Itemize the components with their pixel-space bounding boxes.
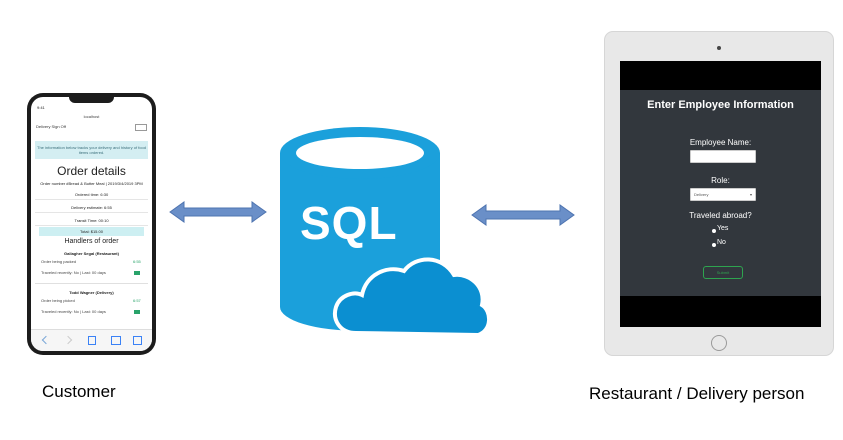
status-badge	[134, 310, 140, 314]
home-button[interactable]	[711, 335, 727, 351]
role-select-value: Delivery	[694, 192, 709, 197]
handlers-heading: Handlers of order	[64, 238, 119, 245]
tabs-icon[interactable]	[133, 336, 142, 345]
order-row-text: Transit Time: 00:10	[74, 218, 109, 223]
order-row: Delivery estimate: 6:55	[35, 202, 148, 213]
info-text: The information below tracks your delive…	[37, 145, 146, 155]
handler-detail: Order being packed	[41, 259, 77, 264]
employee-name-label: Employee Name:	[689, 138, 752, 147]
browser-toolbar	[31, 329, 152, 351]
handler-note: Traveled recently: No | Last: 00 days	[41, 309, 106, 314]
order-row-text: Delivery estimate: 6:55	[71, 205, 112, 210]
handler-note: Traveled recently: No | Last: 00 days	[41, 270, 106, 275]
tablet-camera	[717, 46, 721, 50]
phone-screen: 9:41 localhost Delivery Sign Off The inf…	[31, 97, 152, 351]
share-icon[interactable]	[88, 336, 96, 345]
handler-value: 6:55	[133, 259, 141, 264]
handler-value: 6:57	[133, 298, 141, 303]
travel-label: Traveled abroad?	[689, 211, 752, 220]
status-time: 9:41	[37, 105, 45, 110]
order-line: Order number #Bread & Butter Meal | 2019…	[40, 181, 143, 186]
radio-no[interactable]	[712, 243, 716, 247]
employee-form: Enter Employee Information Employee Name…	[620, 90, 821, 296]
form-title: Enter Employee Information	[647, 99, 794, 111]
tablet-screen: Enter Employee Information Employee Name…	[620, 61, 821, 327]
phone-notch	[69, 97, 114, 103]
handler-detail: Order being picked	[41, 298, 75, 303]
order-heading: Order details	[57, 164, 126, 178]
nav-title: Delivery Sign Off	[36, 124, 66, 129]
back-icon[interactable]	[41, 335, 51, 345]
order-total-text: Total: $15.00	[80, 229, 103, 234]
radio-yes-label: Yes	[717, 225, 729, 232]
info-banner: The information below tracks your delive…	[35, 141, 148, 159]
sql-label: SQL	[300, 197, 398, 249]
role-label: Role:	[711, 176, 730, 185]
role-select[interactable]: Delivery ▾	[690, 188, 756, 201]
forward-icon[interactable]	[63, 335, 73, 345]
employee-name-input[interactable]	[690, 150, 756, 163]
order-row: Transit Time: 00:10	[35, 215, 148, 226]
radio-no-label: No	[717, 239, 726, 246]
bookmarks-icon[interactable]	[111, 336, 121, 345]
order-total: Total: $15.00	[39, 227, 144, 236]
menu-icon[interactable]	[135, 124, 147, 131]
customer-caption: Customer	[42, 382, 116, 401]
divider	[35, 283, 148, 284]
status-badge	[134, 271, 140, 275]
order-row: Ordered time: 6:30	[35, 189, 148, 200]
sql-database-icon	[280, 127, 491, 338]
left-double-arrow	[169, 201, 267, 223]
address-bar[interactable]: localhost	[83, 114, 100, 119]
handler-name: Gallagher Segal (Restaurant)	[64, 251, 119, 256]
submit-button[interactable]: Submit	[703, 266, 743, 279]
customer-phone: 9:41 localhost Delivery Sign Off The inf…	[27, 93, 156, 355]
restaurant-tablet: Enter Employee Information Employee Name…	[604, 31, 834, 356]
radio-yes[interactable]	[712, 229, 716, 233]
restaurant-caption: Restaurant / Delivery person	[589, 384, 805, 403]
right-double-arrow	[471, 204, 575, 226]
order-row-text: Ordered time: 6:30	[74, 192, 109, 197]
chevron-down-icon: ▾	[749, 192, 752, 197]
handler-name: Todd Wagner (Delivery)	[69, 290, 114, 295]
